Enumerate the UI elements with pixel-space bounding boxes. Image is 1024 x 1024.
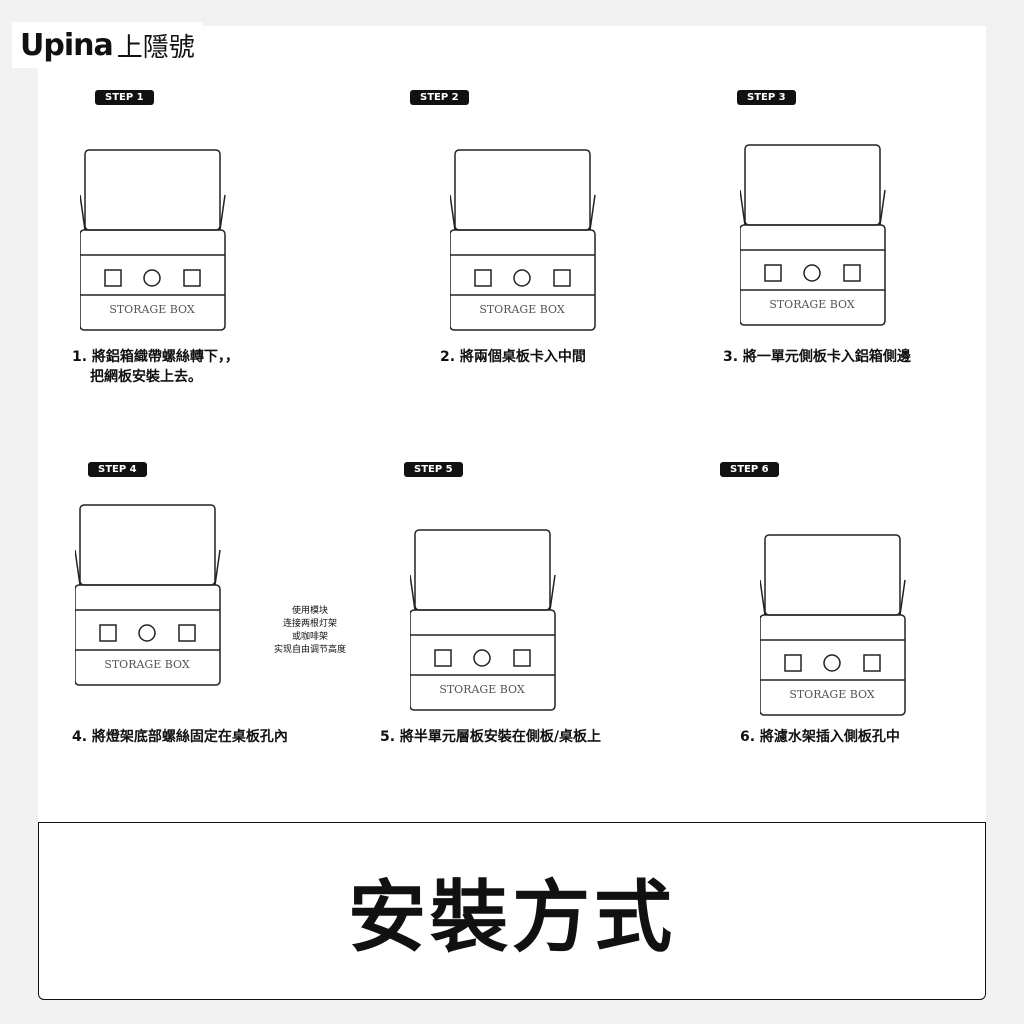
caption-line: 1. 將鋁箱織帶螺絲轉下，， [72, 349, 239, 365]
storage-box-illustration: STORAGE BOX [449, 145, 620, 339]
step-6-badge: STEP 6 [720, 462, 779, 477]
module-note: 使用模块 连接两根灯架 或咖啡架 实现自由调节高度 [255, 605, 365, 657]
storage-box-illustration: STORAGE BOX [739, 140, 910, 334]
logo-chinese: 上隱號 [116, 32, 195, 63]
step-1-badge: STEP 1 [95, 90, 154, 105]
caption-line: 把網板安裝上去。 [90, 369, 202, 385]
step-6-caption: 6. 將濾水架插入側板孔中 [740, 729, 900, 745]
page-title: 安裝方式 [347, 873, 676, 963]
step-2-badge: STEP 2 [410, 90, 469, 105]
note-line: 实现自由调节高度 [273, 645, 346, 655]
storage-box-illustration: STORAGE BOX [409, 525, 580, 719]
box-label: STORAGE BOX [789, 688, 875, 701]
step-4-badge: STEP 4 [88, 462, 147, 477]
note-line: 使用模块 [291, 606, 328, 616]
step-3-caption: 3. 將一單元側板卡入鋁箱側邊 [723, 349, 911, 365]
step-1-caption: 1. 將鋁箱織帶螺絲轉下，， 把網板安裝上去。 [72, 347, 239, 387]
step-4-caption: 4. 將燈架底部螺絲固定在桌板孔內 [72, 729, 288, 745]
note-line: 连接两根灯架 [282, 619, 337, 629]
box-label: STORAGE BOX [479, 303, 565, 316]
storage-box-illustration: STORAGE BOX [759, 530, 930, 724]
storage-box-illustration: STORAGE BOX [79, 145, 250, 339]
step-5-caption: 5. 將半單元層板安裝在側板/桌板上 [380, 729, 602, 745]
box-label: STORAGE BOX [769, 298, 855, 311]
box-label: STORAGE BOX [104, 658, 190, 671]
box-label: STORAGE BOX [109, 303, 195, 316]
logo-brand: Upina [20, 27, 114, 63]
step-3-badge: STEP 3 [737, 90, 796, 105]
box-label: STORAGE BOX [439, 683, 525, 696]
title-box: 安裝方式 [38, 822, 986, 1000]
storage-box-illustration: STORAGE BOX [74, 500, 245, 694]
brand-logo: Upina 上隱號 [12, 22, 203, 68]
note-line: 或咖啡架 [291, 632, 328, 642]
step-2-caption: 2. 將兩個桌板卡入中間 [440, 349, 586, 365]
step-5-badge: STEP 5 [404, 462, 463, 477]
